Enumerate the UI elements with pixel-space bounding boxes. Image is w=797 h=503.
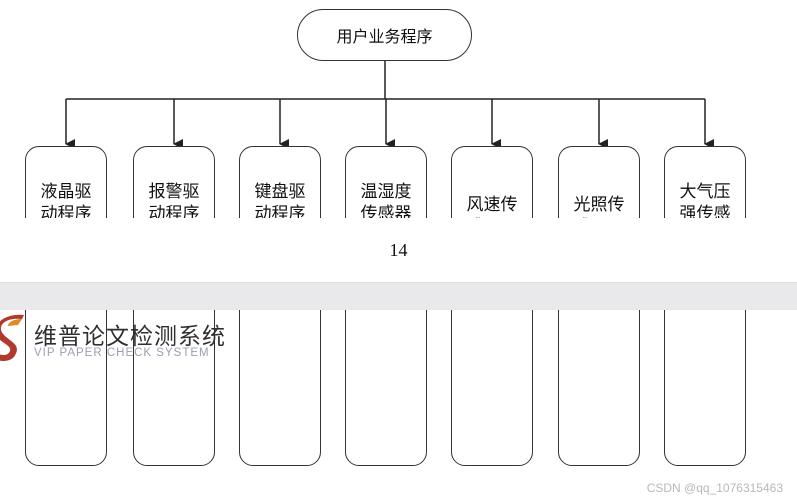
child-node-4: 温湿度传感器驱动程序 [345,146,427,218]
page-separator [0,282,797,311]
child-node-4: 温湿度传感器驱动程序 [345,310,427,466]
child-node-1: 液晶驱动程序 [25,146,107,218]
child-node-label: 大气压强传感器驱动程序 [679,182,731,218]
diagram-top-slice: 用户业务程序 液晶驱动程序 报警驱动程序 键盘驱动程序 温湿度传感器驱动程序 风速传感器… [0,0,797,218]
child-node-3: 键盘驱动程序 [239,146,321,218]
root-node-label: 用户业务程序 [336,27,433,46]
child-node-5: 风速传感器驱动程序 [451,310,533,466]
child-node-label: 光照传感器驱动程序 [573,195,625,218]
child-node-label: 报警驱动程序 [148,182,200,218]
child-node-label: 温湿度传感器驱动程序 [360,182,412,218]
child-node-6: 光照传感器驱动程序 [558,310,640,466]
child-node-7: 大气压强传感器驱动程序 [664,146,746,218]
child-node-2: 报警驱动程序 [133,146,215,218]
child-node-7: 大气压强传感器驱动程序 [664,310,746,466]
child-node-5: 风速传感器驱动程序 [451,146,533,218]
child-node-3: 键盘驱动程序 [239,310,321,466]
diagram-bottom-slice: 液晶驱动程序报警驱动程序键盘驱动程序温湿度传感器驱动程序风速传感器驱动程序光照传… [0,310,797,503]
child-node-label: 键盘驱动程序 [254,182,306,218]
page-number: 14 [389,240,408,260]
child-node-1: 液晶驱动程序 [25,310,107,466]
root-node: 用户业务程序 [297,9,472,61]
child-node-label: 液晶驱动程序 [40,182,92,218]
child-node-6: 光照传感器驱动程序 [558,146,640,218]
page-gap [0,218,797,282]
csdn-credit: CSDN @qq_1076315463 [646,481,783,495]
connector-lines [65,61,714,149]
child-node-label: 风速传感器驱动程序 [466,195,518,218]
child-node-2: 报警驱动程序 [133,310,215,466]
